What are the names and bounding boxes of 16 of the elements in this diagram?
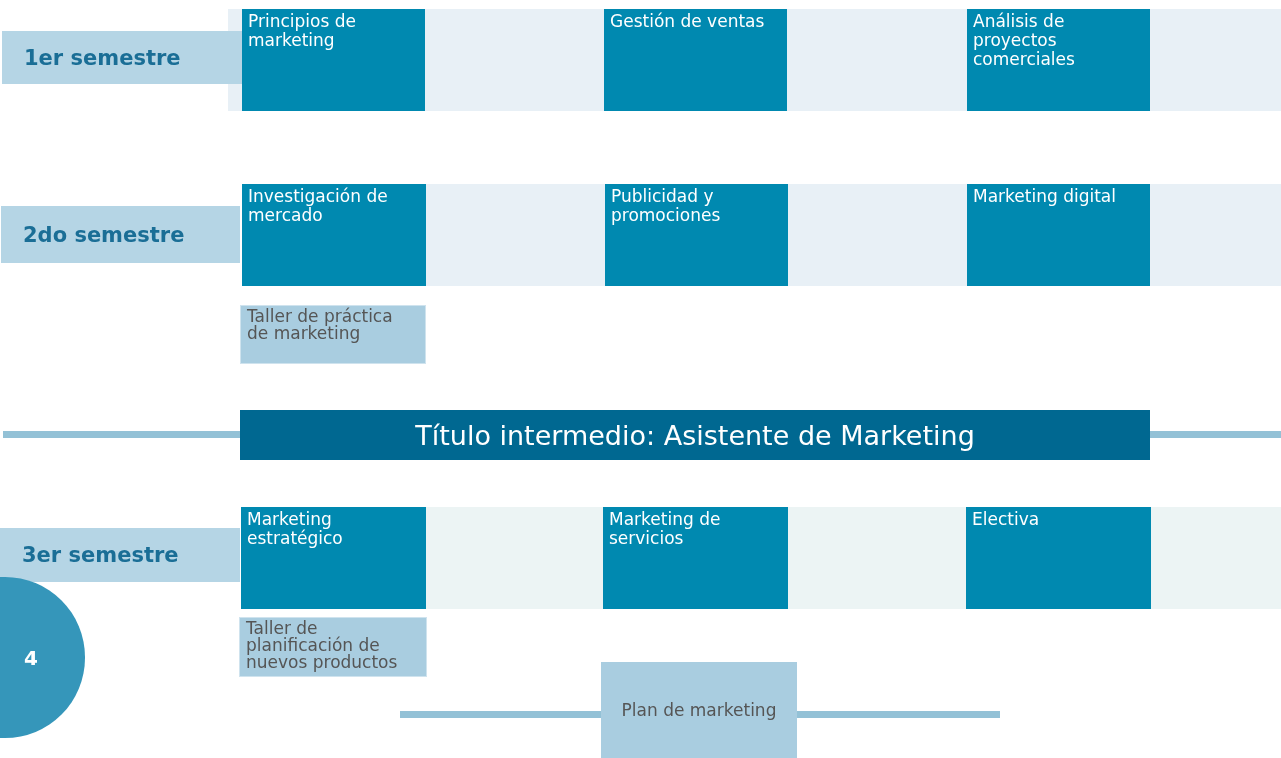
course-box: Marketing de servicios	[603, 507, 788, 609]
degree-banner: Título intermedio: Asistente de Marketing	[240, 410, 1150, 460]
course-box: Publicidad y promociones	[605, 184, 788, 286]
course-box: Marketing estratégico	[241, 507, 426, 609]
workshop-box: Taller de planificación de nuevos productos	[239, 617, 427, 677]
course-box: Marketing digital	[967, 184, 1150, 286]
project-box: Plan de marketing	[601, 662, 797, 758]
course-box: Investigación de mercado	[242, 184, 426, 286]
course-box: Electiva	[966, 507, 1151, 609]
course-box: Gestión de ventas	[604, 9, 787, 111]
course-box: Análisis de proyectos comerciales	[967, 9, 1150, 111]
course-box: Principios de marketing	[242, 9, 425, 111]
semester-label: 2do semestre	[1, 206, 240, 263]
semester-label: 3er semestre	[0, 528, 240, 582]
workshop-box: Taller de práctica de marketing	[240, 305, 426, 364]
semester-label: 1er semestre	[2, 31, 245, 84]
